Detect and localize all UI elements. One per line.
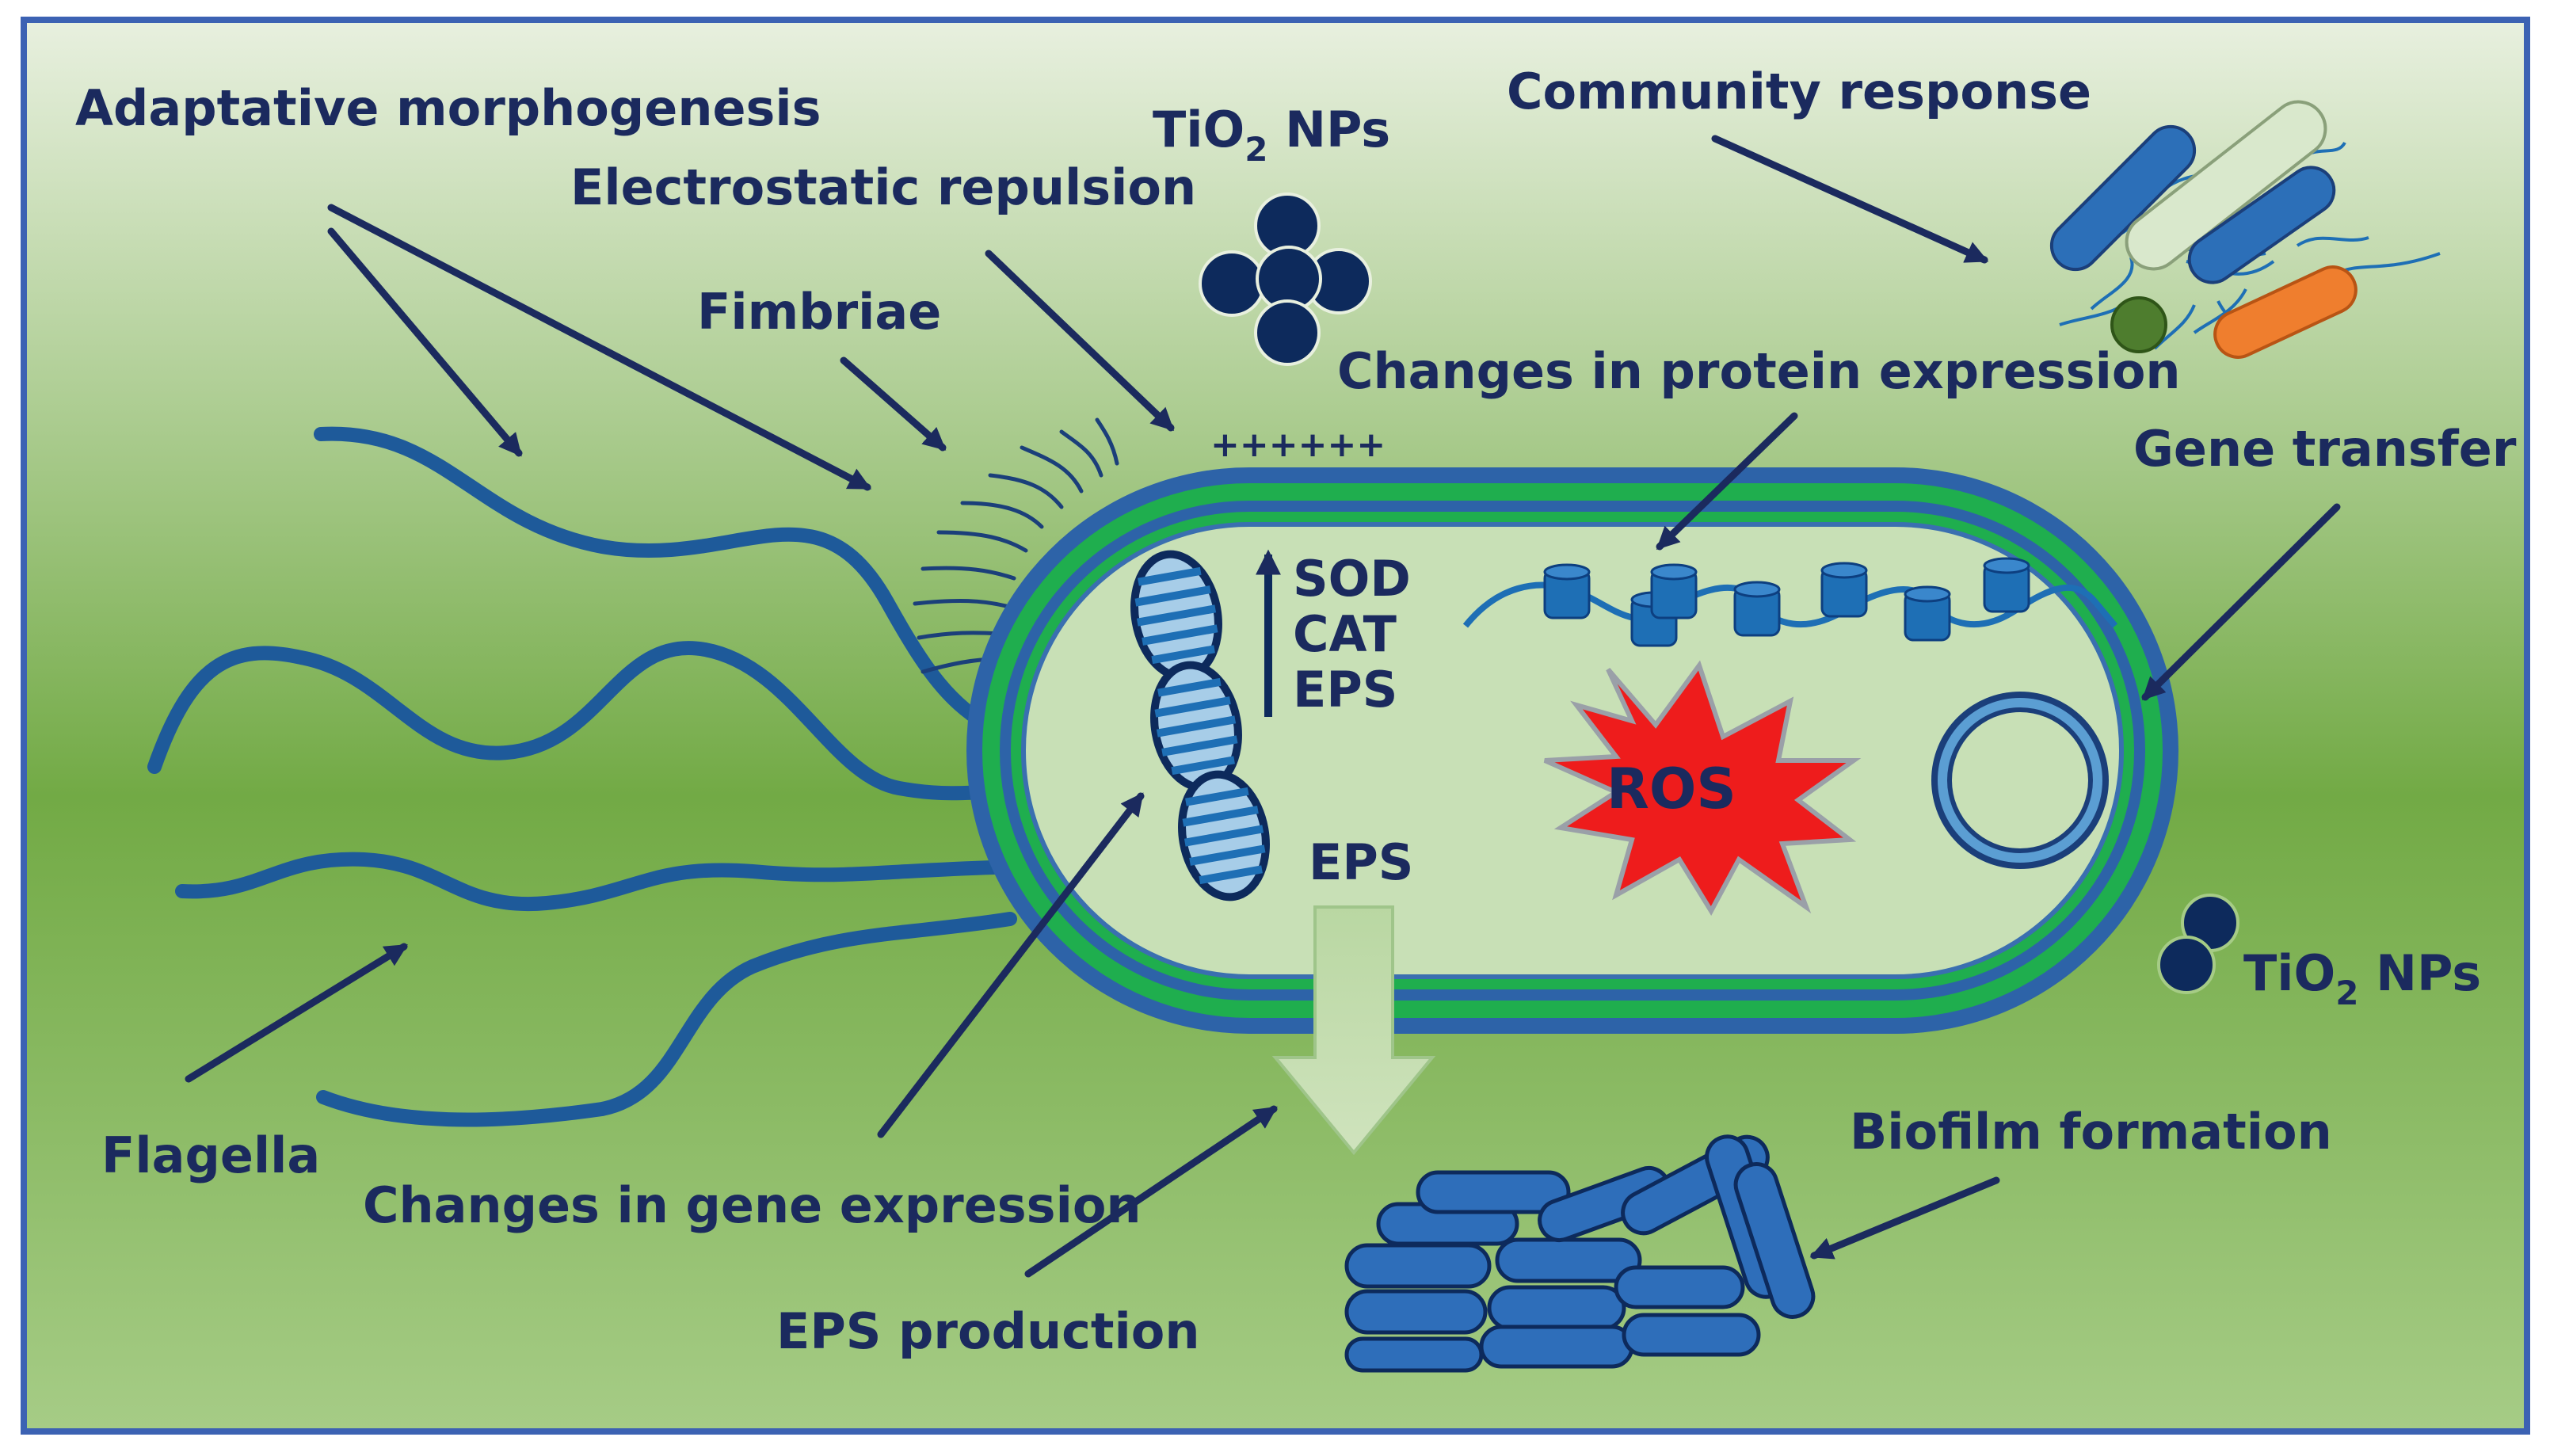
eps-secretion-arrow [1271, 905, 1436, 1156]
bacterial-cell [966, 467, 2178, 1034]
label-adaptative-morphogenesis: Adaptative morphogenesis [75, 79, 821, 137]
plasmid-ring-icon [1931, 692, 2109, 869]
dna-helix-icon [1130, 550, 1270, 901]
surface-charges: ++++++ [1210, 425, 1386, 465]
marker-sod: SOD [1293, 550, 1411, 608]
label-gene-expression: Changes in gene expression [363, 1176, 1142, 1234]
label-electrostatic-repulsion: Electrostatic repulsion [570, 158, 1196, 216]
frame-border [21, 17, 2530, 1435]
nanoparticle-cluster-icon [1199, 192, 1372, 366]
label-flagella: Flagella [101, 1126, 320, 1184]
label-fimbriae: Fimbriae [697, 283, 941, 341]
label-gene-transfer: Gene transfer [2133, 420, 2517, 478]
label-biofilm-formation: Biofilm formation [1850, 1103, 2332, 1161]
label-protein-expression: Changes in protein expression [1337, 342, 2181, 400]
eps-secreted-label: EPS [1309, 833, 1413, 891]
marker-cat: CAT [1293, 605, 1397, 663]
label-eps-production: EPS production [776, 1302, 1199, 1360]
biofilm-icon [1344, 1134, 1816, 1373]
label-tio2-top: TiO2 NPs [1153, 101, 1390, 169]
ros-burst-icon: ROS [1543, 660, 1862, 917]
pointer-arrows [185, 135, 2341, 1278]
flagella-icon [147, 426, 1017, 1127]
svg-text:ROS: ROS [1607, 757, 1736, 821]
label-community-response: Community response [1507, 63, 2091, 120]
protein-chain-icon [1462, 557, 2118, 647]
label-tio2-right: TiO2 NPs [2243, 944, 2481, 1012]
nanoparticle-pair-icon [2157, 894, 2239, 994]
bacteria-community-icon [2049, 100, 2441, 359]
marker-eps: EPS [1293, 661, 1397, 718]
cytoplasm [1021, 522, 2124, 979]
